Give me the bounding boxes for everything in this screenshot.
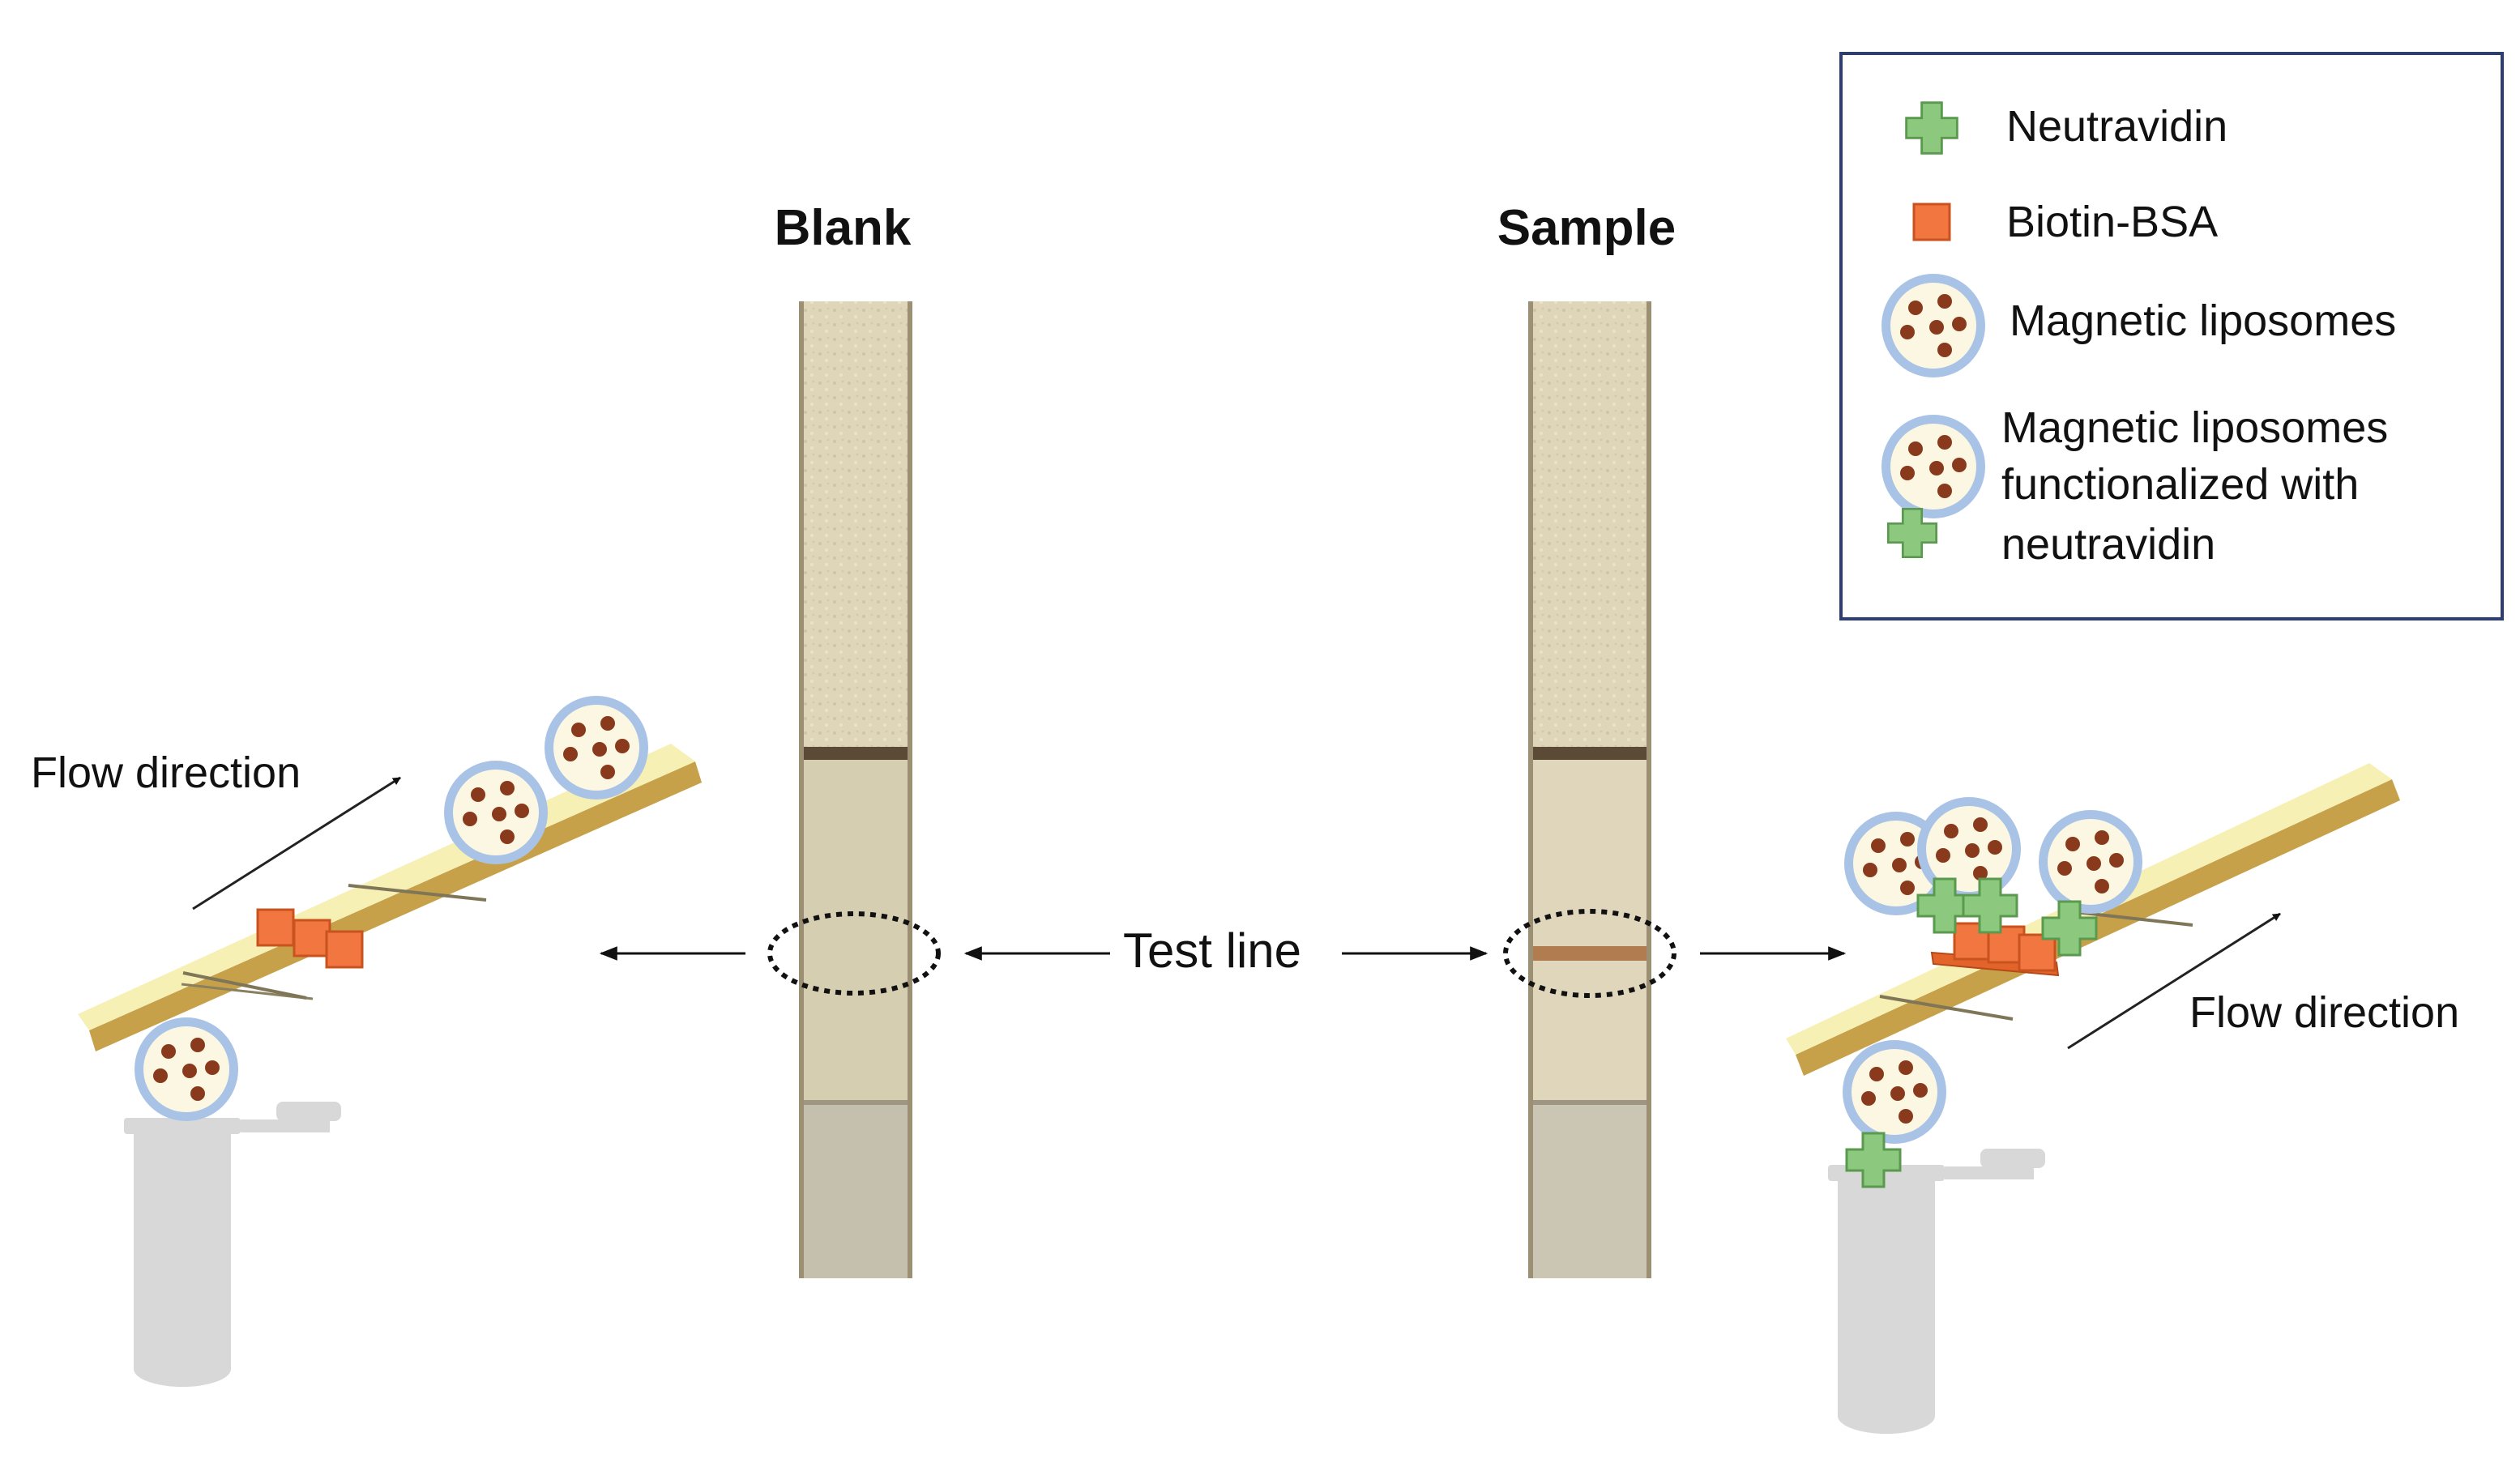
magnetic-liposome-icon — [1881, 274, 1985, 377]
right-tube — [1828, 1149, 2045, 1434]
legend-biotin-bsa-label: Biotin-BSA — [2006, 198, 2218, 246]
magnetic-liposome-icon — [545, 696, 648, 800]
sample-test-line-circle — [1503, 909, 1676, 998]
blank-absorbent-pad — [799, 1100, 912, 1278]
functionalized-liposome-icon — [2039, 810, 2142, 914]
sample-pad-edge — [1528, 747, 1651, 760]
biotin-bsa-icon — [2018, 933, 2057, 972]
legend: Neutravidin Biotin-BSA Magnetic liposome… — [1839, 52, 2504, 620]
sample-strip-photo: Sample — [1497, 200, 1676, 1278]
functionalized-liposome-icon — [1917, 797, 2021, 901]
left-schematic: Flow direction — [31, 696, 702, 1387]
left-flow-arrow — [192, 776, 401, 910]
test-line-annotation: Test line — [599, 923, 1847, 978]
biotin-bsa-icon — [256, 908, 295, 947]
legend-functionalized-line-2: functionalized with — [2001, 460, 2359, 509]
left-strip-segment-lines — [182, 884, 487, 1000]
blank-membrane — [799, 760, 912, 1100]
legend-neutravidin-label: Neutravidin — [2006, 102, 2227, 151]
right-strip-edge — [1796, 779, 2400, 1076]
biotin-bsa-icon — [293, 919, 331, 957]
left-tube — [124, 1102, 341, 1387]
blank-test-line-circle — [767, 911, 941, 996]
sample-sample-pad — [1528, 301, 1651, 747]
legend-functionalized-line-3: neutravidin — [2001, 520, 2215, 569]
sample-title: Sample — [1497, 200, 1676, 256]
blank-sample-pad — [799, 301, 912, 747]
magnetic-liposome-icon — [135, 1017, 238, 1121]
legend-liposome-label: Magnetic liposomes — [2010, 296, 2396, 345]
sample-membrane — [1528, 760, 1651, 1100]
right-flow-label: Flow direction — [2189, 988, 2459, 1037]
left-flow-label: Flow direction — [31, 748, 301, 797]
biotin-bsa-icon — [325, 930, 364, 969]
functionalized-liposome-icon — [1843, 1040, 1946, 1144]
biotin-bsa-icon — [1912, 203, 1951, 241]
blank-title: Blank — [775, 200, 912, 256]
legend-functionalized-line-1: Magnetic liposomes — [2001, 403, 2388, 452]
sample-test-line — [1528, 946, 1651, 961]
left-strip-edge — [89, 761, 702, 1051]
right-schematic: Flow direction — [1786, 763, 2459, 1434]
test-line-label: Test line — [1123, 923, 1301, 978]
sample-absorbent-pad — [1528, 1100, 1651, 1278]
functionalized-liposome-icon — [1881, 415, 1985, 518]
right-flow-arrow — [2067, 912, 2281, 1050]
blank-strip-photo: Blank — [767, 200, 941, 1278]
blank-pad-edge — [799, 747, 912, 760]
magnetic-liposome-icon — [444, 761, 548, 864]
